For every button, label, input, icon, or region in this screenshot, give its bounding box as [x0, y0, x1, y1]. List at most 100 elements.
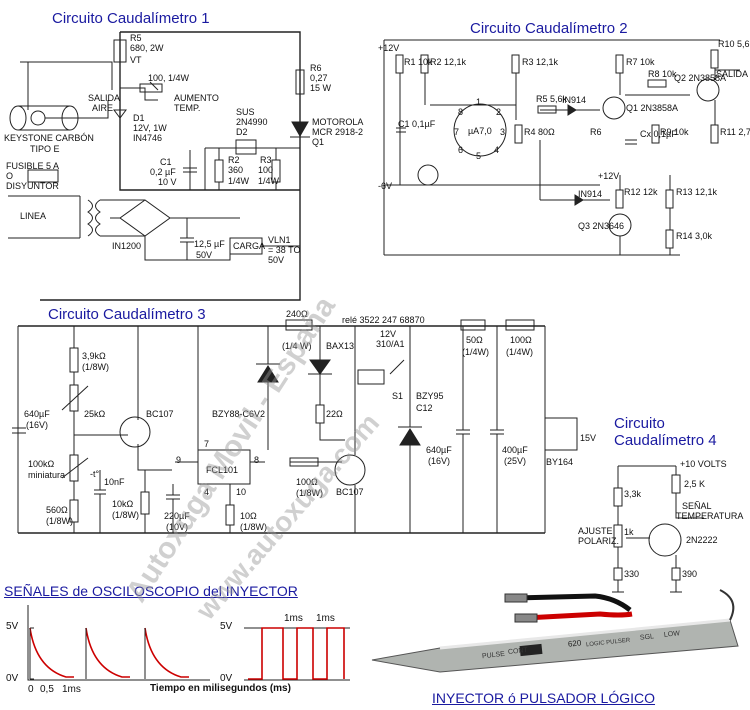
- c1-r3-power: 1/4W: [258, 176, 280, 186]
- c4-transistor: 2N2222: [686, 535, 718, 545]
- c1-r3-value: 100: [258, 165, 274, 175]
- c3-bzy95: BZY95: [416, 391, 444, 401]
- c3-v15: 15V: [580, 433, 597, 443]
- c3-bc107-left: BC107: [146, 409, 174, 419]
- c1-r5-value: 680, 2W: [130, 43, 164, 53]
- c1-salida: SALIDA: [88, 93, 121, 103]
- c2-pin-3: 3: [500, 127, 506, 137]
- c1-r2: R2: [228, 155, 240, 165]
- c4-ajuste: AJUSTE: [578, 526, 613, 536]
- c1-d1-value: 12V, 1W: [133, 123, 167, 133]
- c2-r10: R10 5,6k: [718, 39, 750, 49]
- c2-salida: SALIDA: [716, 69, 749, 79]
- c3-r10k: 10kΩ: [112, 499, 134, 509]
- c2-q3: Q3 2N3646: [578, 221, 625, 231]
- decay-pulse-1: [29, 627, 74, 678]
- c1-vln: VLN1: [268, 235, 291, 245]
- c3-pin-9: 9: [176, 455, 182, 465]
- c3-bc107-right: BC107: [336, 487, 364, 497]
- c2-v6: -6V: [378, 181, 393, 191]
- c2-r5: R5 5,6k: [536, 94, 568, 104]
- osc-x-0: 0: [28, 684, 34, 695]
- c3-bzy88: BZY88-C6V2: [212, 409, 266, 419]
- osc-pulse-1ms-b: 1ms: [316, 613, 335, 624]
- c3-r100-base-power: (1/8W): [296, 488, 323, 498]
- c2-r3: R3 12,1k: [522, 57, 559, 67]
- c3-rele-model: 310/A1: [376, 339, 405, 349]
- circuit-4-title-line2: Caudalímetro 4: [614, 432, 717, 449]
- c3-r22: 22Ω: [326, 409, 343, 419]
- c2-pin-4: 4: [494, 145, 500, 155]
- c3-pin-8: 8: [254, 455, 260, 465]
- c4-r33k: 3,3k: [624, 489, 642, 499]
- c3-r240: 240Ω: [286, 309, 308, 319]
- c1-mcr: MCR 2918-2: [312, 127, 364, 137]
- c1-linea: LINEA: [20, 211, 47, 221]
- c3-rele: relé 3522 247 68870: [342, 315, 425, 325]
- c2-pin-6: 6: [458, 145, 464, 155]
- osc-y-0v-right: 0V: [220, 673, 233, 684]
- c1-cap: 12,5 µF: [194, 239, 225, 249]
- c4-r25k: 2,5 K: [684, 479, 706, 489]
- c3-c640-right-voltage: (16V): [428, 456, 451, 466]
- circuit-2-wiring: [383, 39, 740, 256]
- c3-pin-7: 7: [204, 439, 210, 449]
- c1-r6-power: 15 W: [310, 83, 332, 93]
- c3-r10-power: (1/8W): [240, 522, 267, 532]
- injector-title: INYECTOR ó PULSADOR LÓGICO: [432, 690, 656, 706]
- c1-pot-temp: TEMP.: [174, 103, 201, 113]
- c3-r100: 100Ω: [510, 335, 532, 345]
- c2-r12: R12 12k: [624, 187, 658, 197]
- c3-c10n: 10nF: [104, 477, 125, 487]
- osc-x-label: Tiempo en milisegundos (ms): [150, 683, 291, 694]
- c3-pin-10: 10: [236, 487, 247, 497]
- c1-cap-voltage: 50V: [196, 250, 213, 260]
- c1-sus: SUS: [236, 107, 255, 117]
- c3-r560: 560Ω: [46, 505, 68, 515]
- c3-ntc: 100kΩ: [28, 459, 55, 469]
- c3-r39k-power: (1/8W): [82, 362, 109, 372]
- c2-r4: R4 80Ω: [524, 127, 555, 137]
- c2-cx: Cx 0,1µF: [640, 129, 677, 139]
- c3-r39k: 3,9kΩ: [82, 351, 106, 361]
- c3-c220-voltage: (10V): [166, 522, 189, 532]
- c3-by164: BY164: [546, 457, 574, 467]
- c3-rele-voltage: 12V: [380, 329, 397, 339]
- c3-r560-power: (1/8W): [46, 516, 73, 526]
- circuit-3-title: Circuito Caudalímetro 3: [48, 306, 206, 323]
- c1-pot-value: 100, 1/4W: [148, 73, 190, 83]
- c1-vln-voltage: 50V: [268, 255, 285, 265]
- c2-r2: R2 12,1k: [430, 57, 467, 67]
- c1-c1: C1: [160, 157, 172, 167]
- c4-r330: 330: [624, 569, 640, 579]
- c2-ua: µA7,0: [468, 126, 492, 136]
- c1-bridge: IN1200: [112, 241, 142, 251]
- c4-temperatura: TEMPERATURA: [676, 511, 744, 521]
- c1-motorola: MOTOROLA: [312, 117, 364, 127]
- c4-r1k: 1k: [624, 527, 634, 537]
- c1-d1: D1: [133, 113, 145, 123]
- c3-ntc-miniatura: miniatura: [28, 470, 66, 480]
- circuit-1-wiring: [8, 31, 310, 301]
- c2-q2: Q2 2N3858A: [674, 73, 727, 83]
- circuit-3-wiring: [12, 319, 578, 534]
- c2-q1: Q1 2N3858A: [626, 103, 679, 113]
- c2-in914-top: IN914: [562, 95, 587, 105]
- c1-c1-value: 0,2 µF: [150, 167, 176, 177]
- c1-r6: R6: [310, 63, 322, 73]
- c3-c400: 400µF: [502, 445, 528, 455]
- c1-sus-part: 2N4990: [236, 117, 268, 127]
- c3-pin-4: 4: [204, 487, 210, 497]
- c3-bzy95-c12: C12: [416, 403, 433, 413]
- c2-in914-bottom: IN914: [578, 189, 603, 199]
- c2-v12-right: +12V: [598, 171, 620, 181]
- c3-r25k: 25kΩ: [84, 409, 106, 419]
- c2-pin-2: 2: [496, 107, 502, 117]
- c3-r240-power: (1/4 W): [282, 341, 312, 351]
- c1-r2-power: 1/4W: [228, 176, 250, 186]
- c2-pin-8: 8: [458, 107, 464, 117]
- osc-y-0v-left: 0V: [6, 673, 19, 684]
- c2-r9: R9 10k: [660, 127, 689, 137]
- c2-pin-7: 7: [454, 127, 460, 137]
- injector-brand: 620: [567, 638, 582, 649]
